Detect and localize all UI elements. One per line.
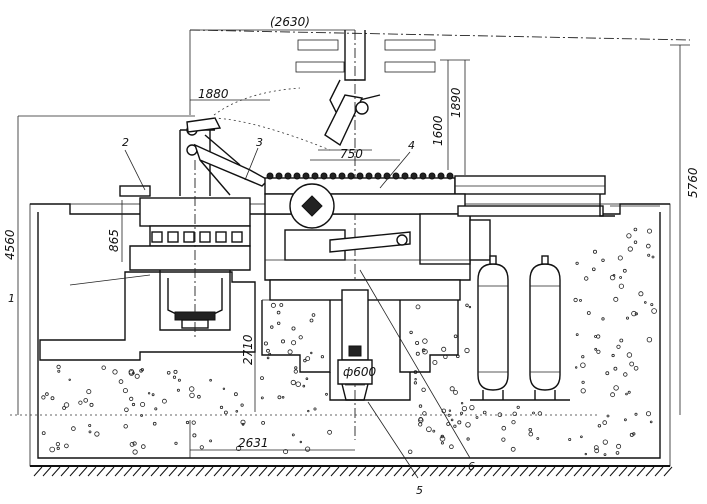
dimension-lines — [10, 29, 690, 458]
callout-6: 6 — [468, 460, 475, 473]
main-press-body — [264, 172, 606, 301]
callout-1: 1 — [8, 292, 15, 305]
hydraulic-cylinder — [337, 289, 373, 401]
dim-750: 750 — [340, 147, 363, 161]
dim-1880: 1880 — [198, 87, 229, 101]
left-foundation-block — [39, 271, 256, 361]
upper-transfer-unit — [189, 29, 691, 440]
callout-4: 4 — [408, 139, 415, 152]
dim-2710: 2710 — [241, 334, 255, 365]
dim-2630: (2630) — [270, 15, 310, 29]
dim-2631: 2631 — [238, 436, 269, 450]
dim-1890: 1890 — [449, 87, 463, 118]
right-support-frame — [457, 194, 660, 217]
dim-1600: 1600 — [431, 115, 445, 146]
callout-3: 3 — [256, 136, 263, 149]
dim-5760: 5760 — [686, 167, 700, 198]
left-press-unit — [119, 160, 251, 340]
accumulators — [470, 255, 570, 401]
ground-hatching — [33, 466, 673, 477]
dim-phi600: ф600 — [343, 365, 377, 379]
callout-leaders — [69, 147, 471, 479]
callout-5: 5 — [416, 484, 423, 497]
callout-2: 2 — [122, 136, 129, 149]
dim-865: 865 — [107, 229, 121, 252]
dim-4560: 4560 — [3, 229, 17, 260]
